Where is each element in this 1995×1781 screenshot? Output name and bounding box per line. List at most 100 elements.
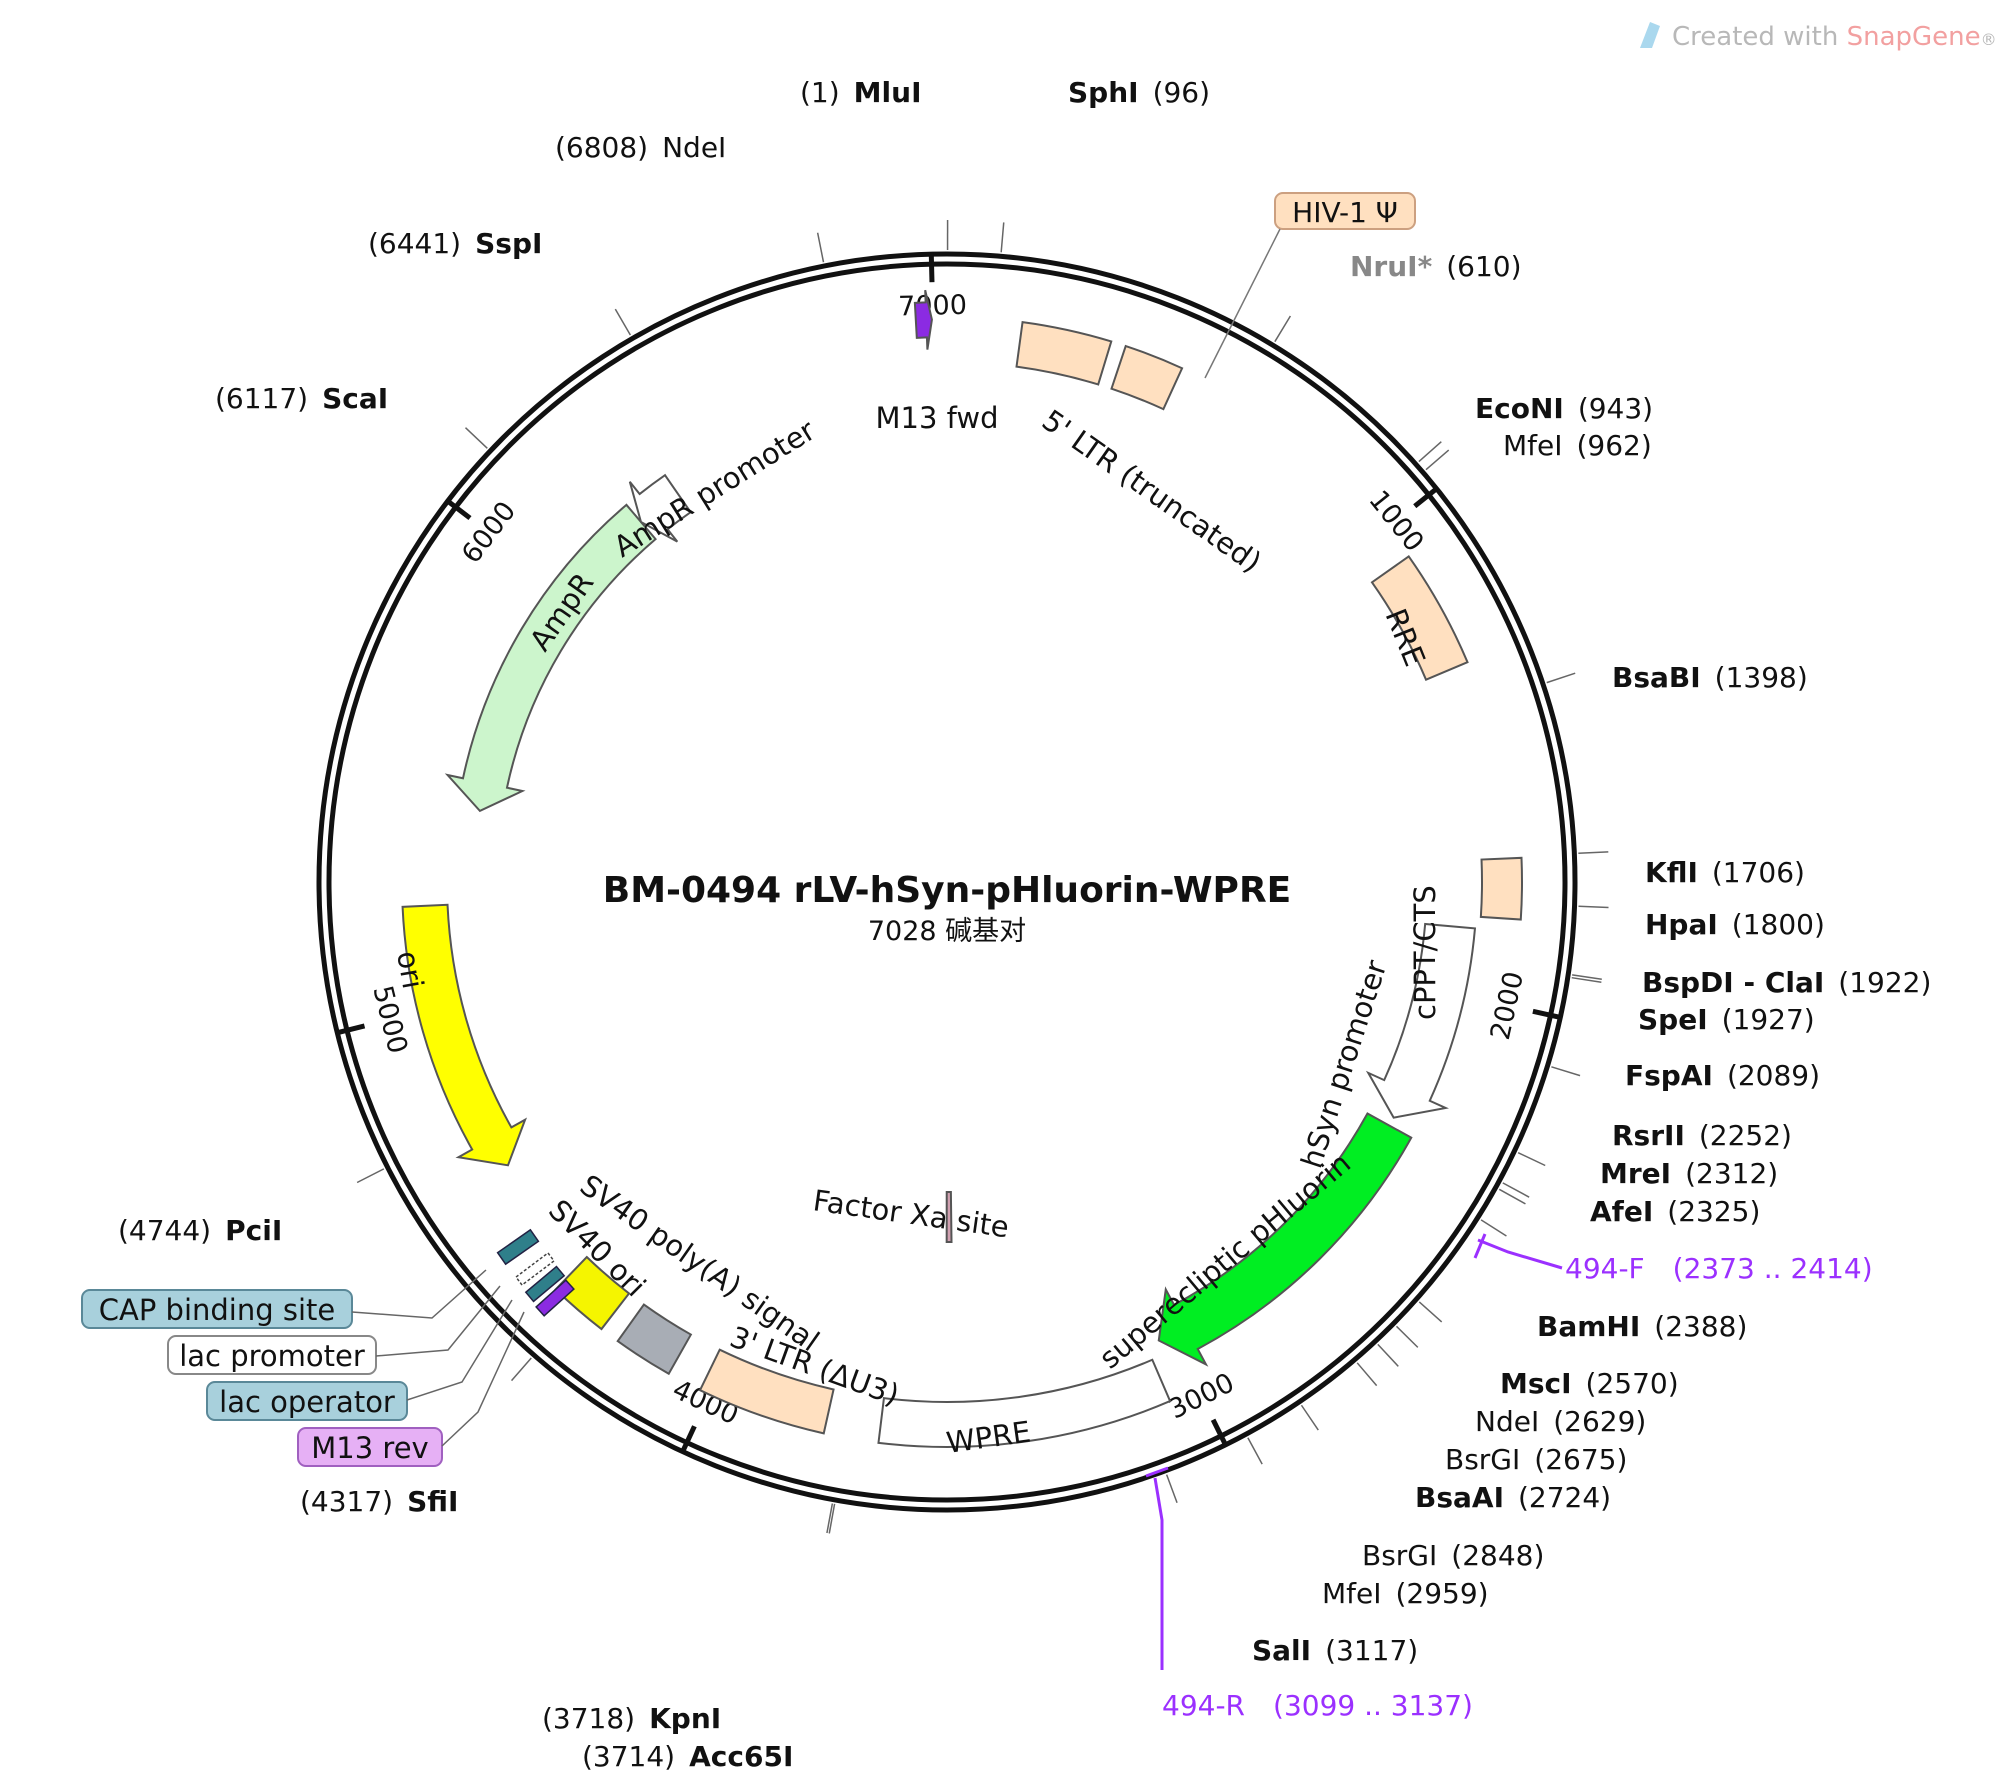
feature-ampr [444, 503, 657, 813]
site-leader-4 [1425, 449, 1450, 471]
site-leader-2 [1274, 315, 1292, 343]
feature-ampr-promoter [628, 473, 693, 543]
site-mlui: (1)MluI [800, 76, 921, 109]
lac-element-boxes [496, 1228, 575, 1317]
label-m13-rev: M13 rev [311, 1431, 428, 1465]
primer-494r: 494-R(3099 .. 3137) [1162, 1689, 1473, 1722]
site-leader-16 [1395, 1325, 1419, 1348]
site-bsrgi-2675: BsrGI(2675) [1445, 1443, 1627, 1476]
site-sali: SalI(3117) [1252, 1634, 1418, 1667]
snapgene-logo-icon [1640, 22, 1660, 48]
site-kfli: KflI(1706) [1645, 856, 1805, 889]
site-leader-14 [1480, 1219, 1507, 1237]
tick-4000 [679, 1425, 697, 1455]
site-pcii: (4744)PciI [118, 1214, 282, 1247]
site-leader-11 [1517, 1151, 1546, 1167]
label-cppt: cPPT/CTS [1408, 885, 1442, 1020]
site-leader-21 [1165, 1474, 1178, 1503]
watermark-prefix: Created with [1672, 22, 1847, 52]
site-nrui: NruI*(610) [1350, 250, 1522, 283]
site-afei: AfeI(2325) [1590, 1195, 1760, 1228]
feature-annotations [401, 289, 1523, 1448]
feature-3-ltr-u3- [698, 1348, 835, 1435]
site-mfei-2959: MfeI(2959) [1322, 1577, 1489, 1610]
site-leader-19 [1300, 1404, 1319, 1431]
plasmid-size: 7028 碱基对 [868, 916, 1026, 947]
site-sspi: (6441)SspI [368, 227, 542, 260]
tick-label-1000: 1000 [1362, 485, 1429, 558]
feature-5-ltr-truncated- [1015, 320, 1113, 386]
feature-cppt-cts [1479, 856, 1523, 921]
tick-6000 [444, 497, 472, 521]
plasmid-title: BM-0494 rLV-hSyn-pHluorin-WPRE [603, 870, 1292, 911]
feature-sv40-poly-a-signal [616, 1303, 693, 1376]
label-ampr-promoter: AmpR promoter [608, 413, 821, 564]
site-sphi: SphI(96) [1068, 76, 1210, 109]
label-factor-xa: Factor Xa site [811, 1183, 1011, 1244]
tick-label-5000: 5000 [366, 983, 413, 1057]
tick-5000 [334, 1023, 366, 1036]
tick-label-7000: 7000 [898, 290, 967, 323]
site-bspdi-clai: BspDI - ClaI(1922) [1642, 966, 1931, 999]
site-leader-23 [828, 1503, 836, 1534]
label-m13-fwd: M13 fwd [876, 401, 999, 435]
site-ndei-2629: NdeI(2629) [1475, 1405, 1646, 1438]
site-leader-7 [1578, 905, 1609, 909]
lac-region-labels: CAP binding site lac promoter lac operat… [81, 1228, 575, 1467]
site-bamhi: BamHI(2388) [1537, 1310, 1747, 1343]
site-fspai: FspAI(2089) [1625, 1059, 1820, 1092]
site-kpni: (3718)KpnI [542, 1702, 721, 1735]
site-leader-17 [1377, 1343, 1399, 1367]
watermark-suffix: ® [1981, 30, 1995, 49]
site-leader-8 [1572, 974, 1602, 981]
site-leader-22 [826, 1503, 834, 1534]
watermark-brand: SnapGene [1847, 22, 1981, 52]
backbone [316, 251, 1578, 1513]
site-hpai: HpaI(1800) [1645, 908, 1825, 941]
snapgene-watermark: Created with SnapGene® [1640, 22, 1995, 52]
feature-rre [1370, 554, 1469, 681]
site-bsaai: BsaAI(2724) [1415, 1481, 1611, 1514]
tick-label-2000: 2000 [1485, 969, 1530, 1043]
primer-494f: 494-F(2373 .. 2414) [1565, 1252, 1873, 1285]
tick-3000 [1210, 1418, 1229, 1448]
site-rsrii: RsrII(2252) [1612, 1119, 1792, 1152]
site-econi: EcoNI(943) [1475, 392, 1653, 425]
label-lac-operator: lac operator [219, 1385, 395, 1419]
primer-labels: 494-F(2373 .. 2414) 494-R(3099 .. 3137) [1145, 1233, 1873, 1722]
label-ori: ori [390, 948, 430, 991]
site-leader-13 [1498, 1188, 1526, 1205]
feature-wpre [877, 1358, 1172, 1448]
label-lac-promoter: lac promoter [179, 1339, 365, 1373]
site-leader-1 [1000, 222, 1005, 253]
label-hiv-psi: HIV-1 Ψ [1292, 196, 1398, 229]
site-scai: (6117)ScaI [215, 382, 388, 415]
site-leader-10 [1551, 1066, 1581, 1077]
site-leader-9 [1571, 976, 1602, 983]
site-leader-25 [356, 1168, 385, 1184]
site-leader-26 [464, 427, 488, 449]
site-leader-12 [1502, 1182, 1530, 1198]
site-leader-5 [1546, 672, 1576, 684]
site-mrei: MreI(2312) [1600, 1157, 1778, 1190]
svg-text:Created with SnapGene®: Created with SnapGene® [1672, 22, 1995, 52]
tick-1000 [1413, 485, 1440, 509]
feature-ori [401, 903, 528, 1167]
site-acc65i: (3714)Acc65I [582, 1740, 793, 1773]
site-leader-lines [356, 219, 1609, 1534]
site-leader-24 [510, 1357, 532, 1382]
tick-2000 [1532, 1008, 1563, 1021]
feature-superecliptic-phluorin [1157, 1112, 1413, 1367]
site-bsabi: BsaBI(1398) [1612, 661, 1808, 694]
site-leader-15 [1418, 1301, 1443, 1323]
feature-m13-fwd [913, 289, 933, 350]
label-cap-binding-site: CAP binding site [99, 1293, 336, 1327]
site-leader-18 [1356, 1362, 1378, 1387]
feature-factor-xa-site [945, 1190, 953, 1244]
feature-hsyn-promoter [1365, 922, 1477, 1119]
site-sfii: (4317)SfiI [300, 1485, 458, 1518]
site-bsrgi-2848: BsrGI(2848) [1362, 1539, 1544, 1572]
site-leader-28 [816, 232, 825, 263]
feature-sv40-ori [554, 1255, 631, 1331]
